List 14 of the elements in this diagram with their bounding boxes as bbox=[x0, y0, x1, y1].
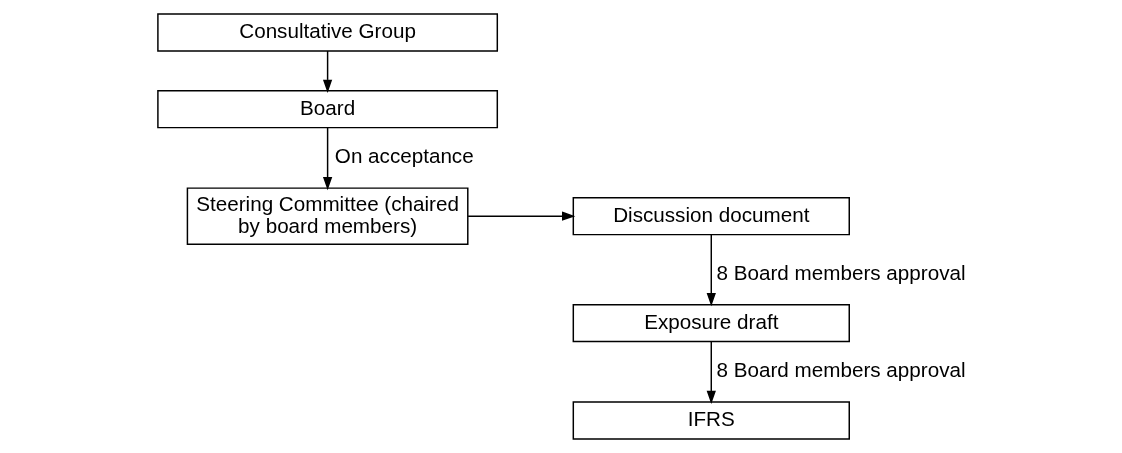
node-box: Consultative Group bbox=[156, 13, 498, 52]
arrow bbox=[466, 211, 575, 221]
node-box: Exposure draft bbox=[572, 303, 850, 343]
arrow bbox=[322, 127, 332, 191]
edge-label: 8 Board members approval bbox=[716, 358, 966, 382]
node-box: IFRS bbox=[572, 401, 850, 440]
node-box: Discussion document bbox=[572, 197, 850, 236]
arrow bbox=[706, 234, 716, 307]
arrow bbox=[706, 341, 716, 405]
edge-label: 8 Board members approval bbox=[716, 260, 966, 284]
arrow bbox=[322, 50, 332, 93]
edge-label: On acceptance bbox=[334, 144, 474, 168]
node-box: Board bbox=[156, 90, 498, 129]
node-box: Steering Committee (chaired by board members) bbox=[186, 187, 469, 245]
